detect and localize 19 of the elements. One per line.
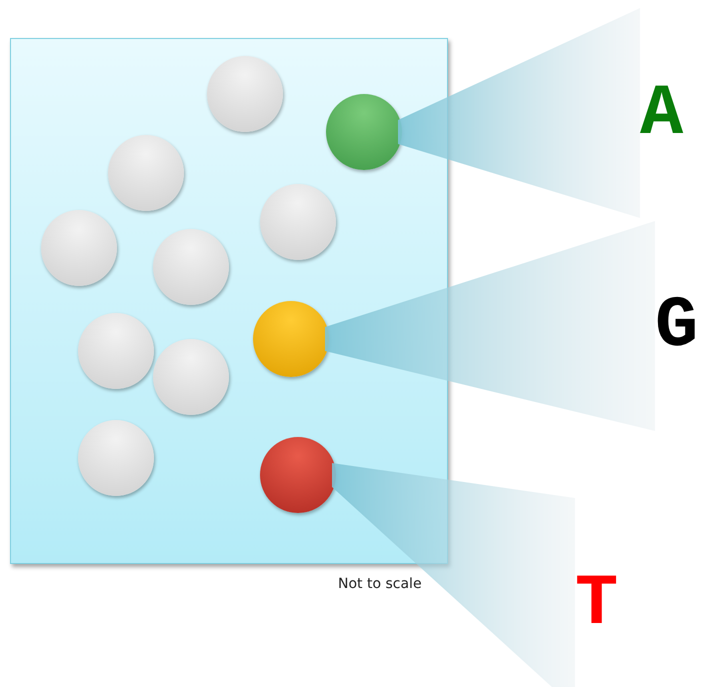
sphere: [41, 210, 117, 286]
sphere: [153, 339, 229, 415]
scale-note: Not to scale: [338, 576, 422, 592]
base-letter: A: [640, 78, 704, 148]
sphere: [260, 184, 336, 260]
sphere: [78, 313, 154, 389]
sphere: [207, 56, 283, 132]
base-letter: T: [575, 568, 627, 638]
base-letter: G: [655, 290, 710, 362]
sphere: [78, 420, 154, 496]
sphere: [108, 135, 184, 211]
highlighted-sphere: [260, 437, 336, 513]
light-beam: [398, 8, 640, 218]
light-beam: [325, 221, 655, 431]
highlighted-sphere: [253, 301, 329, 377]
sample-panel: [10, 38, 448, 564]
highlighted-sphere: [326, 94, 402, 170]
light-beam: [332, 463, 575, 687]
sphere: [153, 229, 229, 305]
